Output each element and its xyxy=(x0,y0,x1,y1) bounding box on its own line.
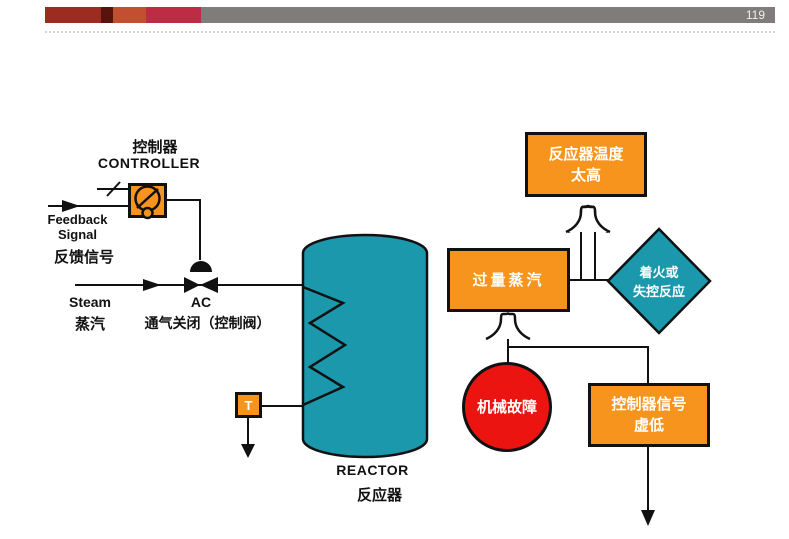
controller-signal-low-box: 控制器信号 虚低 xyxy=(588,383,710,447)
feedback-label-cn: 反馈信号 xyxy=(53,249,114,266)
reactor-label-cn: 反应器 xyxy=(356,487,402,504)
heating-coil xyxy=(302,285,348,407)
output-arrowhead xyxy=(641,510,655,526)
page-number: 119 xyxy=(745,8,765,22)
fire-runaway-line1: 着火或 xyxy=(639,265,679,280)
controller-signal-low-line2: 虚低 xyxy=(633,417,664,434)
accent-block-3 xyxy=(113,7,146,23)
top-event-line2: 太高 xyxy=(570,166,601,184)
reactor-label-en: REACTOR xyxy=(336,462,409,478)
controller-signal-low-line1: 控制器信号 xyxy=(611,396,687,413)
accent-block-4 xyxy=(146,7,201,23)
feedback-label-1: Feedback xyxy=(47,212,108,227)
dotted-separator xyxy=(45,31,775,33)
header-gray-bar: 119 xyxy=(201,7,775,23)
reactor-vessel xyxy=(301,233,429,459)
fire-runaway-label: 着火或 失控反应 xyxy=(607,252,711,310)
steam-label-cn: 蒸汽 xyxy=(74,316,105,333)
controller-to-valve-line xyxy=(167,199,201,260)
feedback-arrow-line xyxy=(48,200,128,212)
accent-block-2 xyxy=(101,7,113,23)
excess-steam-box: 过量蒸汽 xyxy=(447,248,570,312)
signal-tick-icon xyxy=(97,181,128,197)
mechanical-failure-label: 机械故障 xyxy=(476,398,537,416)
control-valve-icon xyxy=(184,261,218,293)
top-event-box: 反应器温度 太高 xyxy=(525,132,647,197)
or-gate-2-icon xyxy=(485,312,531,341)
top-bar: 119 xyxy=(45,7,775,23)
fire-runaway-line2: 失控反应 xyxy=(632,284,685,299)
or-gate-1-icon xyxy=(565,204,611,234)
mechanical-failure-circle: 机械故障 xyxy=(462,362,552,452)
sensor-label: T xyxy=(244,397,253,413)
temp-sensor-box: T xyxy=(235,392,262,418)
steam-label-en: Steam xyxy=(68,294,112,310)
sensor-connector xyxy=(241,405,304,458)
valve-label: AC xyxy=(190,294,212,310)
fault-tree-connectors xyxy=(507,229,649,512)
controller-label-cn: 控制器 xyxy=(132,139,178,156)
valve-desc: 通气关闭（控制阀） xyxy=(144,315,271,331)
fire-runaway-diamond xyxy=(606,227,712,335)
accent-block-1 xyxy=(45,7,101,23)
controller-label-en: CONTROLLER xyxy=(97,155,201,171)
excess-steam-label: 过量蒸汽 xyxy=(472,271,545,289)
feedback-label-2: Signal xyxy=(57,227,97,242)
controller-instrument xyxy=(128,183,167,220)
controller-instrument-icon xyxy=(134,185,161,220)
top-event-line1: 反应器温度 xyxy=(548,145,624,163)
